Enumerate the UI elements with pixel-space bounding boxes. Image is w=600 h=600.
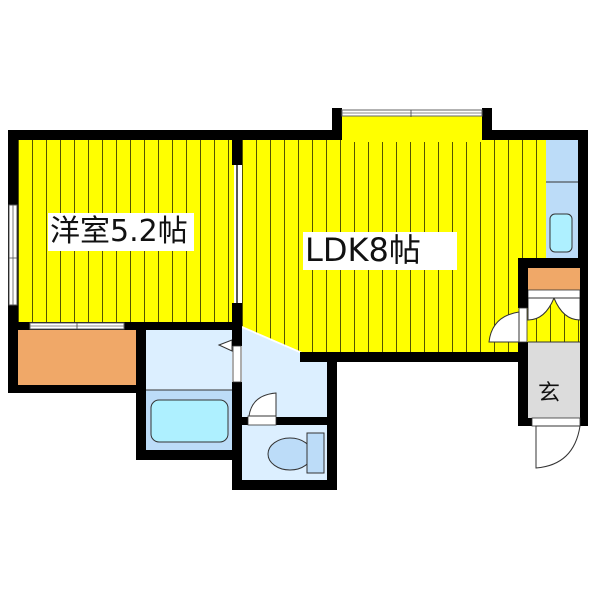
window-top-bay [341,109,483,117]
window-closet [29,322,125,330]
kitchen-sink-icon [549,213,573,253]
washroom-floor [146,330,232,390]
toilet-tank-icon [306,432,325,474]
genkan-floor [528,342,580,418]
entrance-hall-door-icon [488,307,528,343]
front-door-icon[interactable] [531,417,581,469]
bath-door [232,345,242,383]
closet-door-right-icon [553,297,581,321]
window-left [8,204,18,306]
shoe-cabinet [528,268,580,290]
toilet-door-icon [247,392,277,426]
western-room-label: 洋室5.2帖 [48,213,194,251]
ldk-label: LDK8帖 [303,232,457,270]
genkan-label: 玄 [538,381,561,406]
bathtub-icon [150,399,229,443]
balcony-bay-floor [342,115,482,142]
closet [18,330,136,385]
toilet-bowl-icon [267,437,313,471]
